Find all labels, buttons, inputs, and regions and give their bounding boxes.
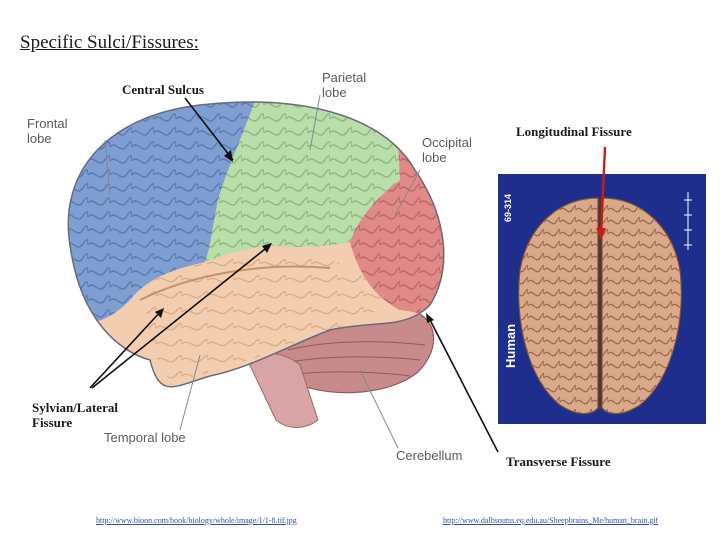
frontal-lobe-label: Frontal lobe — [27, 116, 67, 146]
temporal-lobe-label: Temporal lobe — [104, 430, 186, 445]
photo-top-label: 69-314 — [503, 193, 513, 222]
source-link-right[interactable]: http://www.dalbsoutss.eq.edu.au/Sheepbra… — [443, 516, 659, 525]
frontal-lobe-label-line1: Frontal — [27, 116, 68, 131]
longitudinal-fissure-label: Longitudinal Fissure — [516, 124, 632, 139]
sylvian-fissure-label-line2: Fissure — [32, 415, 73, 430]
central-sulcus-label: Central Sulcus — [122, 82, 204, 97]
occipital-lobe-label-line1: Occipital — [422, 135, 472, 150]
longitudinal-fissure-arrow — [599, 146, 607, 237]
occipital-lobe-label-line2: lobe — [422, 150, 447, 165]
frontal-lobe-label-line2: lobe — [27, 131, 52, 146]
transverse-fissure-label: Transverse Fissure — [506, 454, 611, 469]
parietal-lobe-label-line2: lobe — [322, 85, 347, 100]
temporal-lobe-region — [146, 254, 390, 380]
photo-side-label: Human — [503, 324, 518, 368]
sylvian-fissure-label: Sylvian/Lateral Fissure — [32, 400, 118, 430]
parietal-lobe-label-line1: Parietal — [322, 70, 367, 85]
occipital-lobe-label: Occipital lobe — [422, 135, 472, 165]
brain-photo — [498, 174, 706, 424]
cerebellum-label: Cerebellum — [396, 448, 463, 463]
sylvian-fissure-label-line1: Sylvian/Lateral — [32, 400, 118, 415]
slide-title: Specific Sulci/Fissures: — [20, 32, 199, 53]
source-link-left[interactable]: http://www.bioon.com/book/biology/whole/… — [96, 516, 297, 525]
longitudinal-fissure-arrowhead — [596, 228, 606, 240]
parietal-lobe-label: Parietal lobe — [322, 70, 366, 100]
pointer-lines — [89, 94, 499, 453]
